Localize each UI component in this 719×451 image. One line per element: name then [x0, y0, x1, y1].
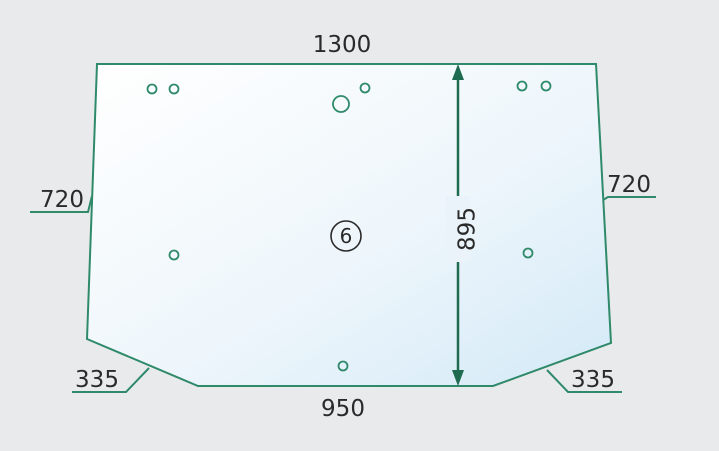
bottom-width-label: 950: [321, 396, 365, 422]
right-chamfer-label: 335: [571, 367, 615, 393]
mounting-hole: [516, 80, 528, 92]
left-height-label: 720: [40, 187, 84, 213]
left-chamfer-label: 335: [75, 367, 119, 393]
height-label: 895: [455, 207, 481, 251]
right-height-label: 720: [607, 172, 651, 198]
arrow-down-icon: [452, 370, 464, 386]
left-chamfer-leader: [72, 367, 150, 393]
left-height-leader: [30, 195, 93, 213]
height-label-backdrop: [446, 196, 470, 262]
right-chamfer-leader: [546, 369, 622, 393]
arrow-up-icon: [452, 64, 464, 80]
mounting-hole: [168, 249, 180, 261]
mounting-hole-large: [332, 95, 350, 113]
mounting-hole: [168, 83, 180, 95]
part-number: 6: [340, 224, 353, 248]
part-number-circle: [330, 220, 362, 252]
mounting-hole: [359, 82, 371, 94]
mounting-hole: [337, 360, 349, 372]
mounting-hole: [540, 80, 552, 92]
mounting-hole: [522, 247, 534, 259]
glass-outline: [85, 63, 613, 387]
right-height-leader: [602, 196, 656, 201]
mounting-hole: [146, 83, 158, 95]
top-width-label: 1300: [313, 32, 372, 58]
